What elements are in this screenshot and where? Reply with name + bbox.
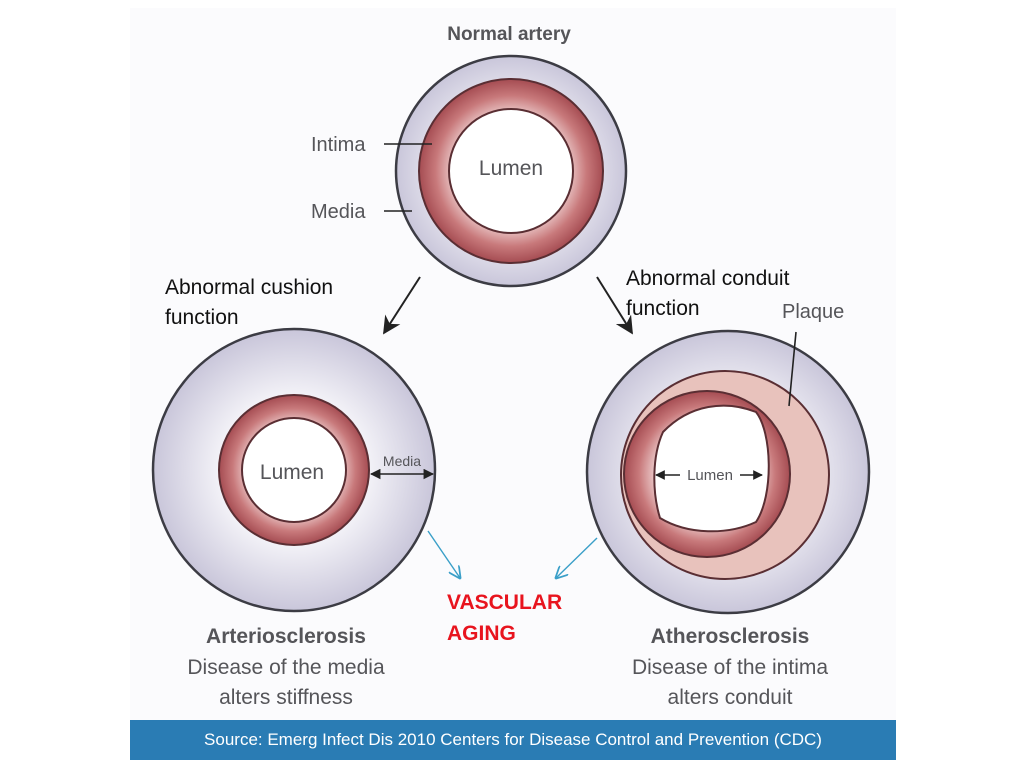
normal-lumen-label: Lumen [479, 157, 543, 180]
normal-lumen [448, 108, 574, 234]
media-label: Media [311, 201, 366, 223]
left-aging-arrow [427, 530, 460, 578]
left-function-line1: Abnormal cushion [165, 276, 333, 299]
right-branch-arrow [596, 276, 633, 335]
normal-artery: Normal artery Lumen Intima Media [311, 24, 628, 288]
intima-label: Intima [311, 134, 366, 156]
athero-lumen-label: Lumen [687, 467, 733, 484]
plaque-leader-line [788, 331, 797, 407]
left-branch-arrow [383, 276, 421, 335]
atherosclerosis-caption-line2: alters conduit [668, 686, 793, 709]
athero-lumen-label-backdrop [680, 463, 740, 485]
arteriosclerosis-title: Arteriosclerosis [206, 625, 366, 648]
arteriosclerosis-caption-line1: Disease of the media [187, 656, 385, 679]
arterio-lumen [241, 417, 347, 523]
plaque-label: Plaque [782, 301, 844, 323]
right-function-line2: function [626, 297, 700, 320]
arterio-media-label: Media [383, 453, 421, 469]
vascular-aging-line2: AGING [447, 622, 516, 645]
source-bar: Source: Emerg Infect Dis 2010 Centers fo… [130, 720, 896, 760]
source-text: Source: Emerg Infect Dis 2010 Centers fo… [204, 730, 822, 749]
normal-artery-title: Normal artery [447, 24, 571, 45]
arterio-lumen-label: Lumen [260, 461, 324, 484]
left-function-line2: function [165, 306, 239, 329]
arteriosclerosis-caption-line2: alters stiffness [219, 686, 353, 709]
atherosclerosis-title: Atherosclerosis [651, 625, 810, 648]
right-aging-arrow [556, 537, 598, 578]
atherosclerosis-caption-line1: Disease of the intima [632, 656, 828, 679]
arteriosclerosis-artery: Lumen Media [151, 327, 437, 613]
vascular-aging-line1: VASCULAR [447, 591, 562, 614]
atherosclerosis-artery: Lumen Plaque [585, 301, 871, 615]
right-function-line1: Abnormal conduit [626, 267, 790, 290]
